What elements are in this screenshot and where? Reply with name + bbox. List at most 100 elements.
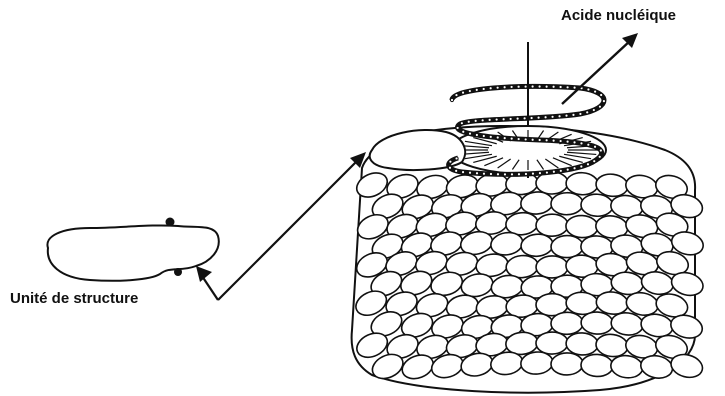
helix-bead	[573, 86, 576, 89]
label-structural-unit: Unité de structure	[10, 290, 138, 307]
helix-bead	[552, 85, 555, 88]
helix-bead	[502, 118, 505, 121]
helix-bead	[600, 93, 603, 96]
helix-bead	[516, 117, 519, 120]
helix-bead	[475, 88, 478, 91]
helix-bead	[474, 119, 477, 122]
helix-bead	[580, 165, 583, 168]
helix-bead	[524, 85, 527, 88]
helix-bead	[460, 122, 463, 125]
helix-bead	[503, 137, 506, 140]
helix-bead	[566, 140, 569, 143]
helix-bead	[503, 173, 506, 176]
helix-bead	[599, 149, 602, 152]
helix-bead	[524, 172, 527, 175]
helix-bead	[559, 85, 562, 88]
helix-bead	[517, 173, 520, 176]
helix-bead	[524, 138, 527, 141]
helix-bead	[586, 163, 589, 166]
helix-bead	[587, 88, 590, 91]
helix-bead	[538, 172, 541, 175]
capsomere	[536, 214, 568, 237]
helix-bead	[593, 145, 596, 148]
helix-bead	[598, 155, 601, 158]
helix-bead	[455, 93, 458, 96]
helix-bead	[496, 136, 499, 139]
helix-bead	[586, 111, 589, 114]
helix-bead	[517, 85, 520, 88]
helix-bead	[537, 116, 540, 119]
helix-bead	[495, 118, 498, 121]
helix-bead	[489, 87, 492, 90]
helix-bead	[488, 118, 491, 121]
helix-bead	[579, 112, 582, 115]
helix-bead	[462, 130, 465, 133]
helix-bead	[559, 169, 562, 172]
helix-bead	[475, 172, 478, 175]
helix-bead	[496, 86, 499, 89]
helix-bead	[531, 172, 534, 175]
helix-bead	[587, 143, 590, 146]
capsomere	[551, 312, 583, 335]
helix-bead	[565, 114, 568, 117]
helix-bead	[531, 85, 534, 88]
helix-bead	[450, 98, 453, 101]
helix-bead	[481, 119, 484, 122]
helix-bead	[468, 171, 471, 174]
helix-bead	[573, 141, 576, 144]
helix-bead	[544, 116, 547, 119]
helix-bead	[598, 105, 601, 108]
helix-bead	[489, 172, 492, 175]
helix-bead	[455, 169, 458, 172]
helix-bead	[566, 168, 569, 171]
helix-bead	[461, 91, 464, 94]
capsomere	[551, 353, 583, 376]
helix-bead	[593, 160, 596, 163]
helix-bead	[580, 142, 583, 145]
helix-bead	[531, 138, 534, 141]
helix-bead	[517, 137, 520, 140]
helix-bead	[545, 85, 548, 88]
helix-bead	[482, 172, 485, 175]
helix-bead	[545, 139, 548, 142]
helix-bead	[566, 86, 569, 89]
helix-bead	[456, 126, 459, 129]
helix-bead	[449, 160, 452, 163]
helix-bead	[510, 137, 513, 140]
capsomere	[551, 235, 583, 258]
helix-bead	[448, 166, 451, 169]
helix-bead	[572, 113, 575, 116]
helix-bead	[592, 108, 595, 111]
helix-bead	[552, 139, 555, 142]
helix-bead	[475, 133, 478, 136]
helix-bead	[523, 117, 526, 120]
helix-bead	[510, 85, 513, 88]
helix-bead	[538, 138, 541, 141]
helix-bead	[509, 117, 512, 120]
capsomere	[551, 192, 583, 215]
helix-bead	[482, 134, 485, 137]
capsomere	[536, 332, 568, 355]
helix-bead	[489, 135, 492, 138]
helix-bead	[455, 157, 458, 160]
helix-bead	[468, 89, 471, 92]
structural-unit-dot-top	[166, 218, 175, 227]
helix-bead	[558, 115, 561, 118]
structural-unit-dot-bottom	[174, 268, 182, 276]
helix-bead	[468, 132, 471, 135]
helix-bead	[602, 100, 605, 103]
label-nucleic-acid: Acide nucléique	[561, 7, 676, 24]
helix-bead	[496, 173, 499, 176]
helix-bead	[461, 171, 464, 174]
helix-bead	[559, 139, 562, 142]
helix-bead	[573, 167, 576, 170]
helix-bead	[552, 170, 555, 173]
helix-bead	[530, 116, 533, 119]
helix-bead	[510, 173, 513, 176]
helix-bead	[594, 90, 597, 93]
helix-bead	[545, 171, 548, 174]
helix-bead	[551, 115, 554, 118]
helix-bead	[482, 87, 485, 90]
helix-bead	[538, 85, 541, 88]
